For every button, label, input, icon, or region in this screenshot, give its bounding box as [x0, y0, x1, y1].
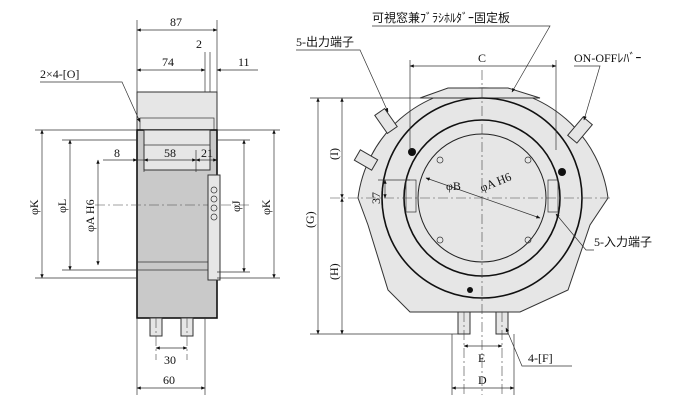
front-pin-3: [436, 236, 444, 244]
front-screw-1: [408, 148, 416, 156]
side-lever-plate: [207, 174, 221, 281]
dim-2: 2: [196, 37, 202, 51]
front-pin-2: [524, 156, 532, 164]
dim-phiA-h6-side: φA H6: [83, 199, 97, 232]
side-terminal-4: [210, 213, 218, 221]
side-terminal-2: [210, 195, 218, 203]
dim-phiK-right: φK: [259, 199, 273, 215]
front-screw-3: [467, 287, 473, 293]
front-screw-2: [558, 168, 566, 176]
front-output-terminal-1: [374, 107, 398, 135]
front-slot-left: [405, 179, 417, 213]
dim-87: 87: [170, 15, 182, 29]
front-output-terminal-2: [353, 149, 379, 171]
dim-E: E: [478, 351, 485, 365]
dim-74: 74: [162, 55, 174, 69]
dim-C: C: [478, 51, 486, 65]
dim-phiK-left: φK: [27, 199, 41, 215]
dim-8: 8: [114, 146, 120, 160]
front-pin-4: [524, 236, 532, 244]
dim-phiL: φL: [55, 199, 69, 213]
label-window-brush-holder: 可視窓兼ﾌﾞﾗｼﾎﾙﾀﾞｰ固定板: [372, 10, 510, 25]
dim-G: (G): [303, 211, 317, 228]
front-pin-1: [436, 156, 444, 164]
side-terminal-1: [210, 186, 218, 194]
dim-D: D: [478, 373, 487, 387]
dim-I: (I): [327, 148, 341, 160]
label-onoff-lever: ON-OFFﾚﾊﾞｰ: [574, 51, 641, 65]
dim-phiJ: φJ: [229, 200, 243, 212]
side-top-cover: [136, 91, 218, 131]
dim-58: 58: [164, 146, 176, 160]
front-onoff-lever: [566, 116, 594, 144]
dim-37: 37: [369, 192, 383, 204]
front-outer-body: [357, 87, 609, 313]
dim-30: 30: [164, 353, 176, 367]
dim-phiB: φB: [446, 179, 461, 193]
front-view: 可視窓兼ﾌﾞﾗｼﾎﾙﾀﾞｰ固定板 5-出力端子 ON-OFFﾚﾊﾞｰ C (G)…: [296, 10, 652, 395]
label-output-terminals: 5-出力端子: [296, 35, 354, 49]
side-terminal-3: [210, 204, 218, 212]
dim-21: 21: [201, 146, 213, 160]
side-upper-window: [143, 129, 211, 171]
front-slot-right: [547, 179, 559, 213]
dim-H: (H): [327, 263, 341, 280]
dim-60: 60: [163, 373, 175, 387]
label-2x4-O: 2×4-[O]: [40, 67, 79, 81]
front-window-plate: [419, 87, 541, 99]
label-4-F: 4-[F]: [528, 351, 553, 365]
side-view: 87 74 2 11 2×4-[O] 8 58 21 φK φL: [27, 15, 280, 395]
dim-11: 11: [238, 55, 250, 69]
label-input-terminals: 5-入力端子: [594, 235, 652, 249]
